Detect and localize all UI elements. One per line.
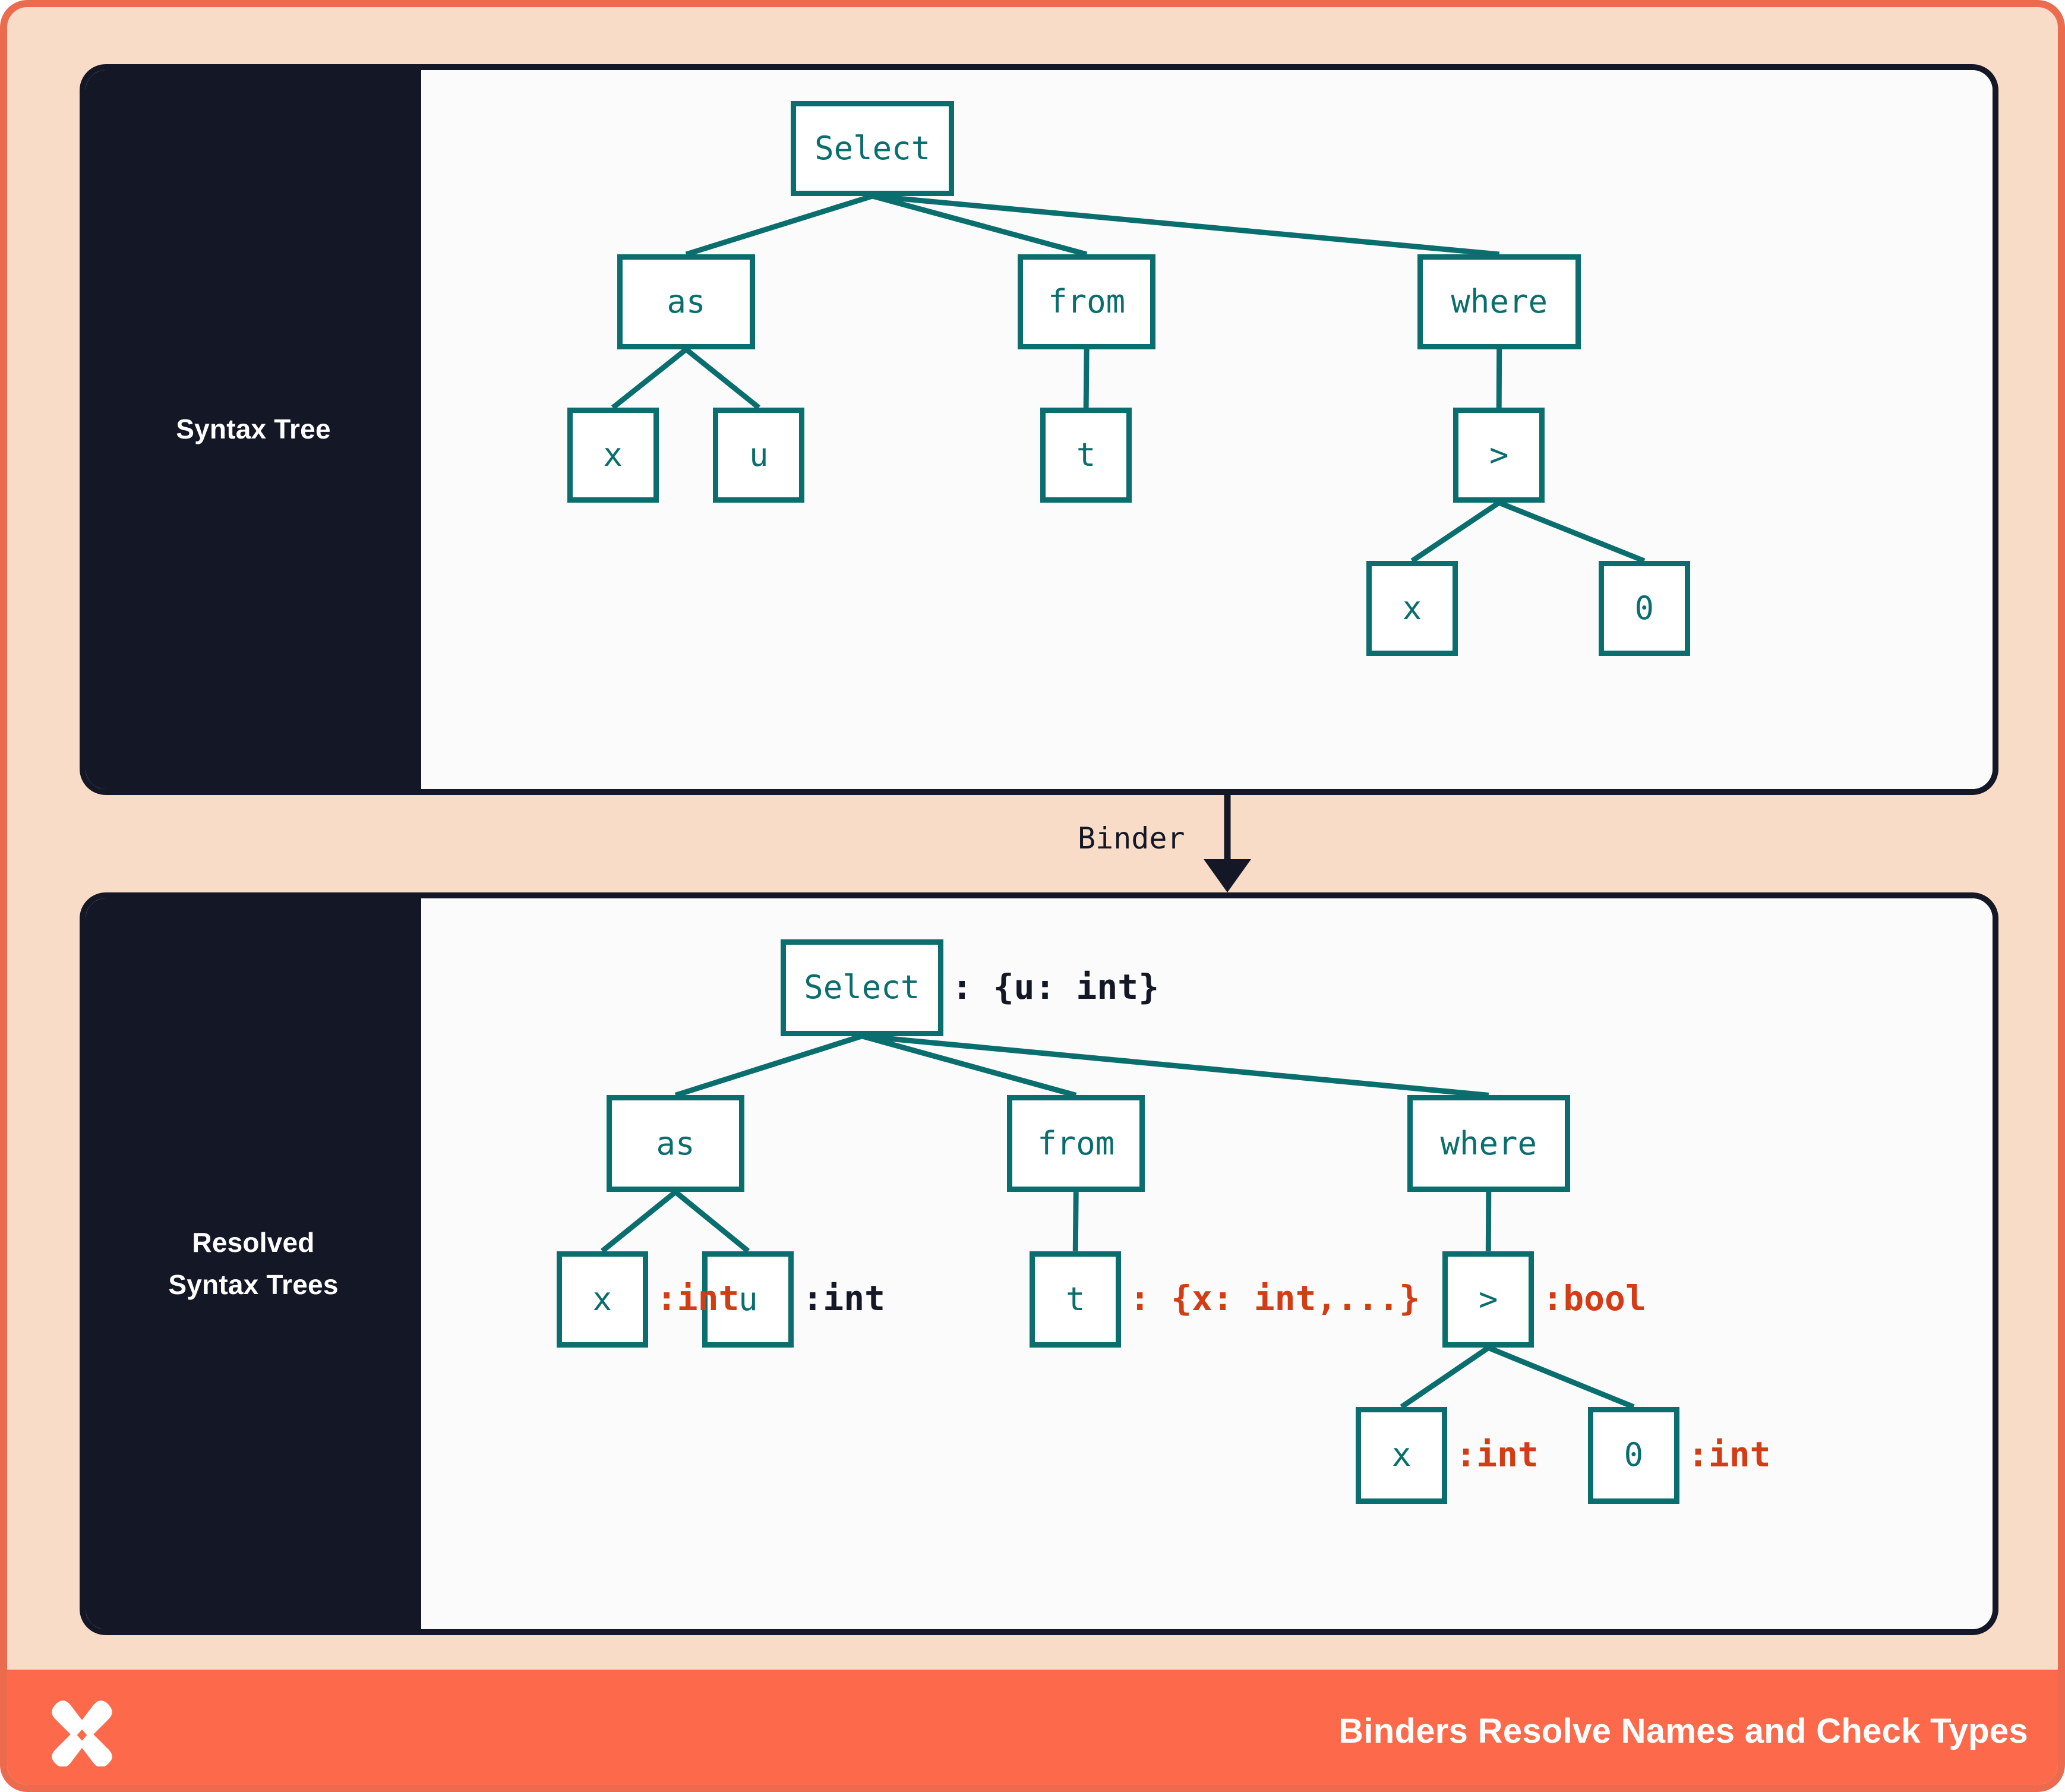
type-annotation-select: : {u: int} [951, 966, 1160, 1007]
tree-node-zero[interactable]: 0 [1598, 561, 1690, 656]
tree-edge [872, 193, 1088, 257]
tree-edge [600, 1190, 677, 1254]
tree-edge [684, 347, 761, 410]
tree-node-zero[interactable]: 0 [1587, 1406, 1679, 1504]
tree-node-label: x [1391, 1436, 1412, 1474]
syntax-tree-canvas: Select as from where x u t > x 0 [421, 70, 1993, 789]
tree-edge [611, 347, 688, 410]
tree-node-gt[interactable]: > [1442, 1251, 1534, 1348]
type-annotation-gt: :bool [1542, 1278, 1646, 1319]
tree-node-t[interactable]: t [1030, 1251, 1122, 1348]
tree-edge [685, 193, 874, 257]
tree-node-label: Select [814, 130, 931, 167]
tree-node-label: x [592, 1280, 612, 1318]
tree-node-x1[interactable]: x [567, 408, 659, 503]
tree-node-u[interactable]: u [702, 1251, 794, 1348]
tree-node-x1[interactable]: x [556, 1251, 648, 1348]
tree-node-label: Select [804, 968, 920, 1007]
tree-edge [872, 193, 1500, 257]
tree-edge [1400, 1345, 1490, 1409]
tree-edge [861, 1033, 1077, 1098]
tree-node-u[interactable]: u [713, 408, 805, 503]
type-annotation-t: : {x: int,...} [1129, 1278, 1420, 1319]
panel-syntax-tree-body: Select as from where x u t > x 0 [421, 70, 1993, 789]
tree-node-as[interactable]: as [607, 1095, 744, 1192]
tree-node-label: where [1440, 1124, 1537, 1162]
tree-node-label: x [603, 436, 623, 474]
panel-syntax-tree: Syntax Tree Select as from where x u t > x 0 [80, 64, 1998, 795]
tree-node-label: as [656, 1124, 695, 1162]
tree-node-label: t [1076, 436, 1096, 474]
panel-resolved-syntax-trees: Resolved Syntax Trees Select : {u: int} as… [80, 892, 1998, 1635]
tree-node-label: u [738, 1280, 758, 1318]
tree-node-label: > [1479, 1280, 1498, 1318]
type-annotation-zero: :int [1687, 1434, 1771, 1475]
type-annotation-x1: :int [656, 1278, 740, 1319]
tree-node-from[interactable]: from [1007, 1095, 1145, 1192]
panel-resolved-syntax-trees-label: Resolved Syntax Trees [86, 898, 421, 1629]
footer-caption: Binders Resolve Names and Check Types [1338, 1711, 2028, 1750]
tree-node-from[interactable]: from [1018, 254, 1155, 349]
tree-edge [1072, 1191, 1079, 1251]
tree-edge [1410, 500, 1501, 563]
tree-node-label: from [1048, 283, 1126, 320]
tree-edge [1498, 500, 1646, 564]
type-annotation-u: :int [802, 1278, 886, 1319]
tree-edge [861, 1033, 1489, 1098]
tree-node-x2[interactable]: x [1356, 1406, 1448, 1504]
tree-node-label: from [1037, 1124, 1115, 1162]
tree-edge [674, 1033, 863, 1098]
tree-node-label: u [749, 436, 769, 474]
type-annotation-x2: :int [1455, 1434, 1539, 1475]
tree-node-label: t [1065, 1280, 1085, 1318]
tree-edge [674, 1190, 750, 1254]
tree-edges [600, 1033, 1635, 1410]
tree-edge [1487, 1345, 1635, 1410]
tree-node-as[interactable]: as [617, 254, 755, 349]
tree-node-label: x [1402, 589, 1422, 627]
panel-syntax-tree-label: Syntax Tree [86, 70, 421, 789]
binder-connector: Binder [80, 795, 1998, 892]
tree-edge [1083, 349, 1090, 408]
butterfly-x-logo [52, 1700, 112, 1766]
tree-node-x2[interactable]: x [1366, 561, 1458, 656]
footer-bar: Binders Resolve Names and Check Types [7, 1670, 2058, 1785]
tree-node-label: > [1489, 436, 1509, 474]
tree-node-label: where [1451, 283, 1548, 320]
tree-node-where[interactable]: where [1417, 254, 1581, 349]
tree-node-select[interactable]: Select [791, 101, 954, 196]
tree-node-gt[interactable]: > [1453, 408, 1545, 503]
tree-node-select[interactable]: Select [780, 939, 943, 1036]
tree-node-t[interactable]: t [1040, 408, 1132, 503]
binder-label: Binder [1078, 821, 1185, 856]
tree-edges [611, 193, 1646, 564]
tree-node-label: 0 [1624, 1436, 1644, 1474]
tree-node-where[interactable]: where [1407, 1095, 1571, 1192]
tree-node-label: 0 [1634, 589, 1654, 627]
tree-node-label: as [667, 283, 706, 320]
